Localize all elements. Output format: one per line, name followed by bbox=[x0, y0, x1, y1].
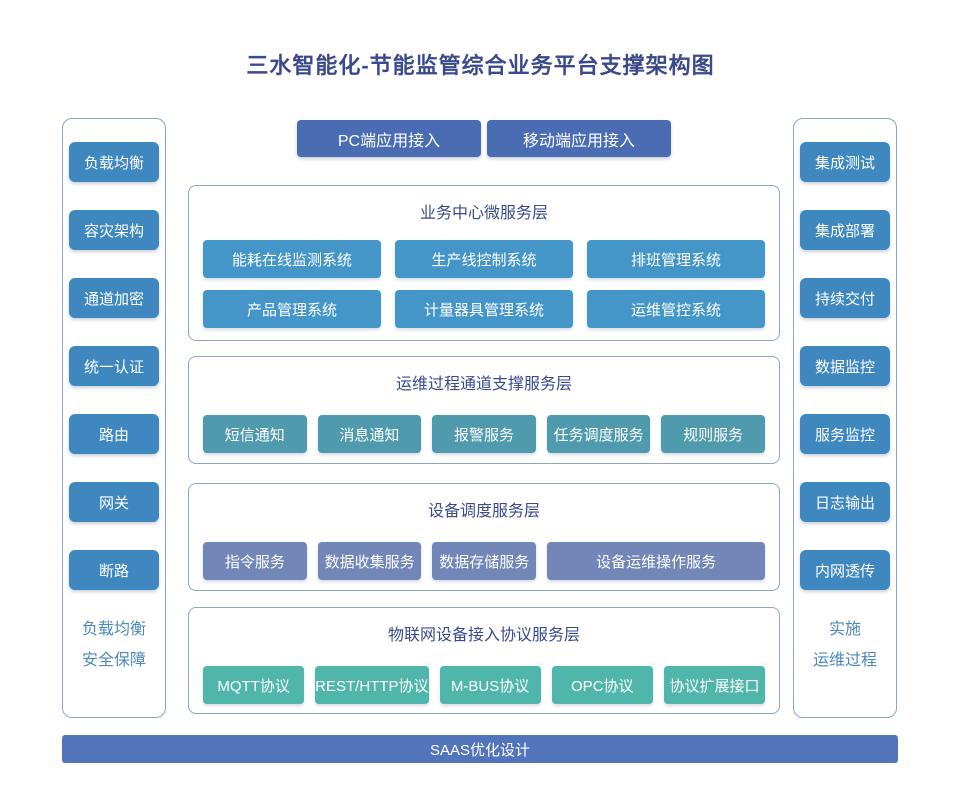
left-panel-label-line2: 安全保障 bbox=[81, 652, 146, 669]
left-panel: 负载均衡 容灾架构 通道加密 统一认证 路由 网关 断路 负载均衡 安全保障 bbox=[62, 118, 166, 718]
right-panel-label: 实施 运维过程 bbox=[794, 614, 896, 676]
left-panel-label-line1: 负载均衡 bbox=[81, 621, 146, 638]
mobile-access-button: 移动端应用接入 bbox=[487, 120, 671, 157]
box-energy-monitoring-system: 能耗在线监测系统 bbox=[203, 240, 381, 278]
saas-optimization-bar: SAAS优化设计 bbox=[62, 735, 898, 763]
box-mqtt-protocol: MQTT协议 bbox=[203, 666, 305, 704]
right-panel-box-continuous-delivery: 持续交付 bbox=[800, 278, 890, 318]
box-rule-service: 规则服务 bbox=[661, 415, 765, 453]
box-rest-http-protocol: REST/HTTP协议 bbox=[315, 666, 429, 704]
box-product-management-system: 产品管理系统 bbox=[203, 290, 381, 328]
right-panel-label-line1: 实施 bbox=[828, 621, 861, 638]
right-panel-box-intranet-passthrough: 内网透传 bbox=[800, 550, 890, 590]
layer-ops-channel-support: 运维过程通道支撑服务层 短信通知 消息通知 报警服务 任务调度服务 规则服务 bbox=[188, 356, 780, 464]
right-panel-box-service-monitoring: 服务监控 bbox=[800, 414, 890, 454]
layer-device-row: 指令服务 数据收集服务 数据存储服务 设备运维操作服务 bbox=[189, 542, 779, 580]
box-protocol-extension-interface: 协议扩展接口 bbox=[663, 666, 766, 704]
box-alarm-service: 报警服务 bbox=[432, 415, 536, 453]
box-data-collection-service: 数据收集服务 bbox=[317, 542, 422, 580]
access-layer: PC端应用接入 移动端应用接入 bbox=[188, 120, 780, 157]
left-panel-box-circuit-break: 断路 bbox=[69, 550, 159, 590]
left-panel-box-unified-auth: 统一认证 bbox=[69, 346, 159, 386]
left-panel-box-routing: 路由 bbox=[69, 414, 159, 454]
right-panel-box-log-output: 日志输出 bbox=[800, 482, 890, 522]
box-command-service: 指令服务 bbox=[203, 542, 307, 580]
box-ops-control-system: 运维管控系统 bbox=[587, 290, 765, 328]
pc-access-button: PC端应用接入 bbox=[297, 120, 481, 157]
box-message-notification: 消息通知 bbox=[317, 415, 422, 453]
layer-device-scheduling: 设备调度服务层 指令服务 数据收集服务 数据存储服务 设备运维操作服务 bbox=[188, 483, 780, 591]
right-panel-box-data-monitoring: 数据监控 bbox=[800, 346, 890, 386]
right-panel-label-line2: 运维过程 bbox=[812, 652, 877, 669]
layer-business-grid: 能耗在线监测系统 生产线控制系统 排班管理系统 产品管理系统 计量器具管理系统 … bbox=[189, 240, 779, 328]
box-production-line-control-system: 生产线控制系统 bbox=[395, 240, 573, 278]
layer-business-microservices: 业务中心微服务层 能耗在线监测系统 生产线控制系统 排班管理系统 产品管理系统 … bbox=[188, 185, 780, 341]
layer-iot-title: 物联网设备接入协议服务层 bbox=[387, 627, 580, 644]
layer-iot-protocol: 物联网设备接入协议服务层 MQTT协议 REST/HTTP协议 M-BUS协议 … bbox=[188, 607, 780, 714]
page-title: 三水智能化-节能监管综合业务平台支撑架构图 bbox=[246, 53, 715, 78]
box-metering-instrument-system: 计量器具管理系统 bbox=[395, 290, 573, 328]
left-panel-box-disaster-recovery: 容灾架构 bbox=[69, 210, 159, 250]
left-panel-box-channel-encryption: 通道加密 bbox=[69, 278, 159, 318]
box-task-scheduling-service: 任务调度服务 bbox=[546, 415, 651, 453]
box-sms-notification: 短信通知 bbox=[203, 415, 307, 453]
box-data-storage-service: 数据存储服务 bbox=[432, 542, 537, 580]
layer-ops-title: 运维过程通道支撑服务层 bbox=[395, 376, 572, 393]
box-opc-protocol: OPC协议 bbox=[551, 666, 653, 704]
layer-device-title: 设备调度服务层 bbox=[427, 503, 540, 520]
layer-ops-row: 短信通知 消息通知 报警服务 任务调度服务 规则服务 bbox=[189, 415, 779, 453]
right-panel: 集成测试 集成部署 持续交付 数据监控 服务监控 日志输出 内网透传 实施 运维… bbox=[793, 118, 897, 718]
right-panel-box-integration-test: 集成测试 bbox=[800, 142, 890, 182]
box-shift-management-system: 排班管理系统 bbox=[587, 240, 765, 278]
layer-iot-row: MQTT协议 REST/HTTP协议 M-BUS协议 OPC协议 协议扩展接口 bbox=[189, 666, 779, 704]
left-panel-box-gateway: 网关 bbox=[69, 482, 159, 522]
box-device-ops-operation-service: 设备运维操作服务 bbox=[547, 542, 765, 580]
box-mbus-protocol: M-BUS协议 bbox=[439, 666, 541, 704]
left-panel-box-load-balance: 负载均衡 bbox=[69, 142, 159, 182]
layer-business-title: 业务中心微服务层 bbox=[419, 205, 548, 222]
right-panel-box-integration-deploy: 集成部署 bbox=[800, 210, 890, 250]
left-panel-label: 负载均衡 安全保障 bbox=[63, 614, 165, 676]
